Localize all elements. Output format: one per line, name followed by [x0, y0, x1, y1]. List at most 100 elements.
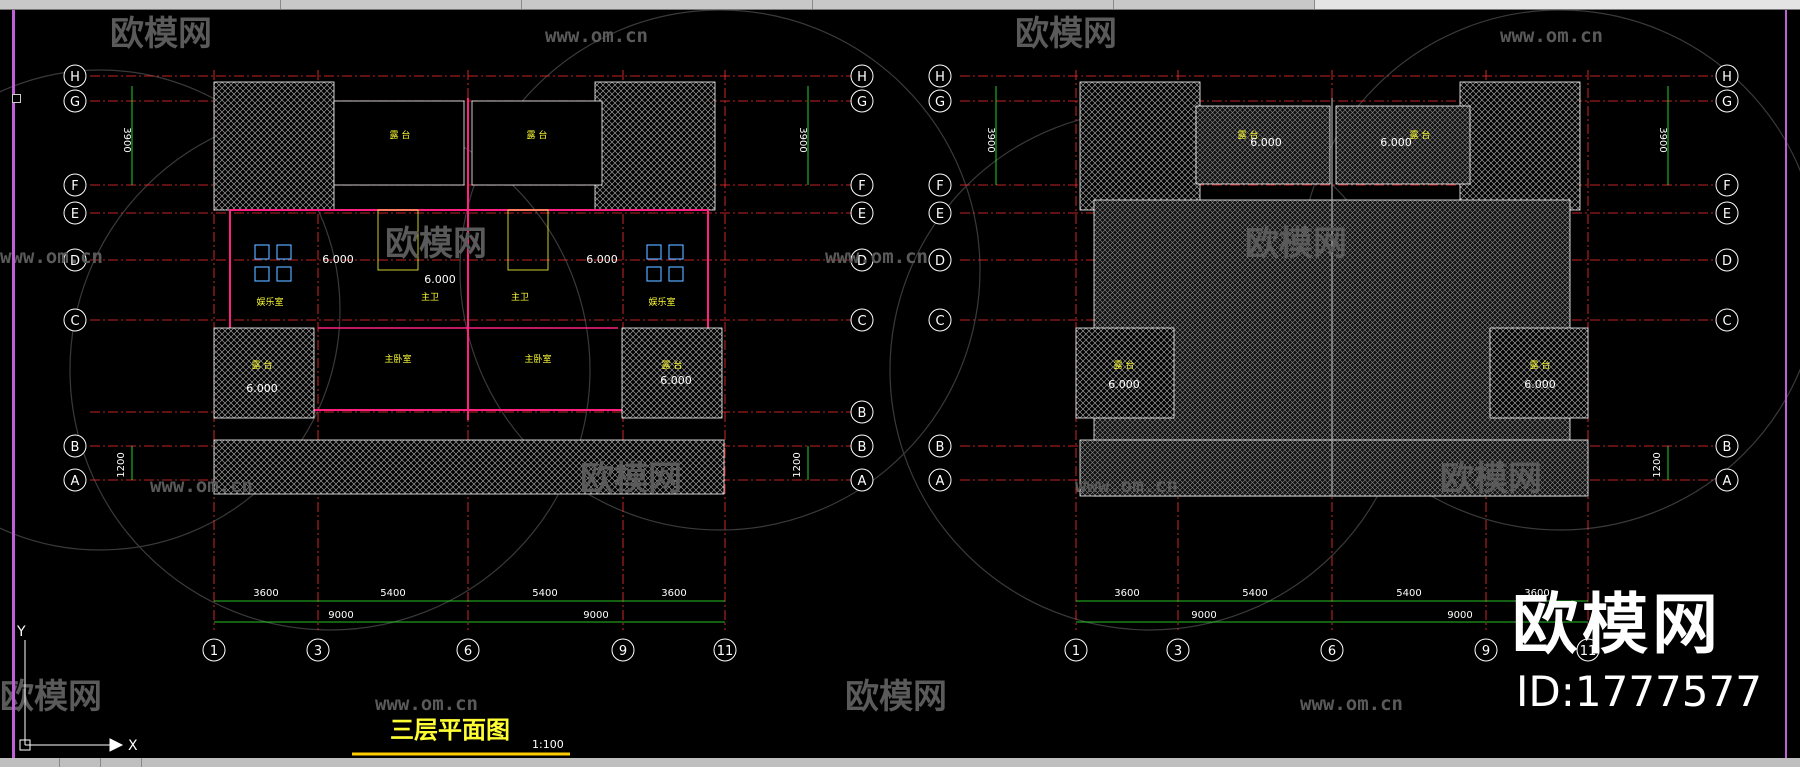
watermark-logo-8: 欧模网 — [845, 677, 947, 717]
dim-1200-left: 1200 — [116, 452, 127, 477]
axis-label-H-mid: H — [857, 70, 867, 85]
dim-9000-left-a: 9000 — [328, 610, 353, 621]
elev-right-2: 6.000 — [1380, 136, 1412, 149]
roof-terrace-left — [1195, 105, 1331, 185]
axis-col-9-left: 9 — [619, 644, 627, 659]
axis-label-C-right2: C — [1722, 314, 1731, 329]
axis-col-3-left: 3 — [314, 644, 322, 659]
cad-drawing[interactable]: H G F E D C B A H G F E D C B B A H G F … — [0, 10, 1800, 758]
dim-5400-left-b: 5400 — [532, 588, 557, 599]
axis-col-1-left: 1 — [210, 644, 218, 659]
dim-3900-mid: 3900 — [797, 127, 808, 152]
terrace-hatch-nw — [213, 81, 335, 211]
watermark-url-3: www.om.cn — [0, 246, 103, 268]
elev-right-4: 6.000 — [1524, 378, 1556, 391]
dim-3900-right2: 3900 — [1657, 127, 1668, 152]
dim-1200-mid: 1200 — [792, 452, 803, 477]
axis-label-B-right1: B — [936, 440, 945, 455]
brand-id: ID:1777577 — [1516, 667, 1762, 716]
toolbar-tab-1[interactable] — [0, 0, 281, 9]
axis-col-11-left: 11 — [717, 644, 734, 659]
terrace-hatch-ne — [594, 81, 716, 211]
toolbar-tab-5[interactable] — [1114, 0, 1315, 9]
toolbar-tab-2[interactable] — [281, 0, 522, 9]
status-bar — [0, 758, 1800, 767]
elev-right-1: 6.000 — [1250, 136, 1282, 149]
watermark-url-6: www.om.cn — [1075, 475, 1178, 497]
status-tab-1[interactable] — [0, 758, 60, 767]
watermark-logo-1: 欧模网 — [110, 14, 212, 54]
watermark-logo-7: 欧模网 — [0, 677, 102, 717]
axis-label-C-left: C — [70, 314, 79, 329]
watermark-logo-6: 欧模网 — [1440, 459, 1542, 499]
watermark-url-7: www.om.cn — [375, 693, 478, 715]
roof-hatch-ne — [1459, 81, 1581, 211]
axis-label-A-right2: A — [1723, 474, 1732, 489]
roof-hatch-nw — [1079, 81, 1201, 211]
toolbar — [0, 0, 1800, 10]
elev-left-4: 6.000 — [660, 374, 692, 387]
axis-label-B-mid: B — [858, 440, 867, 455]
dim-9000-right-b: 9000 — [1447, 610, 1472, 621]
axis-label-G-left: G — [70, 95, 80, 110]
label-roof-terrace-right: 露 台 — [1410, 129, 1431, 141]
status-tab-2[interactable] — [61, 758, 101, 767]
elev-left-2: 6.000 — [586, 253, 618, 266]
dim-3900-right1: 3900 — [985, 127, 996, 152]
terrace-hatch-se — [621, 327, 723, 419]
axis-col-1-right: 1 — [1072, 644, 1080, 659]
axis-col-3-right: 3 — [1174, 644, 1182, 659]
axis-label-H-right1: H — [935, 70, 945, 85]
roof-terrace-sw — [1075, 327, 1175, 419]
brand-overlay: 欧模网 ID:1777577 — [1512, 585, 1792, 725]
dim-3600-left-b: 3600 — [661, 588, 686, 599]
watermark-url-5: www.om.cn — [150, 475, 253, 497]
drawing-scale: 1:100 — [532, 738, 564, 751]
viewport-corner-marker — [12, 94, 21, 103]
viewport-border-right — [1785, 10, 1787, 760]
brand-name: 欧模网 — [1512, 586, 1722, 663]
drawing-title: 三层平面图 — [390, 716, 510, 744]
axis-label-E-mid: E — [858, 207, 866, 222]
axis-label-A-left: A — [71, 474, 80, 489]
toolbar-tab-3[interactable] — [522, 0, 813, 9]
axis-label-F-left: F — [71, 179, 78, 194]
toolbar-tab-4[interactable] — [813, 0, 1114, 9]
dim-3900-left: 3900 — [121, 127, 132, 152]
label-terrace-south-left: 露 台 — [252, 359, 273, 371]
label-terrace-north-left: 露 台 — [390, 129, 411, 141]
terrace-hatch-sw — [213, 327, 315, 419]
terrace-north-right — [471, 100, 603, 186]
label-terrace-north-right: 露 台 — [527, 129, 548, 141]
label-roof-terrace-left: 露 台 — [1238, 129, 1259, 141]
watermark-url-1: www.om.cn — [545, 25, 648, 47]
terrace-north-left — [333, 100, 465, 186]
axis-col-6-left: 6 — [464, 644, 472, 659]
viewport-border-left — [12, 10, 15, 760]
watermark-logo-4: 欧模网 — [1245, 224, 1347, 264]
axis-label-F-right2: F — [1723, 179, 1730, 194]
axis-icon-y: Y — [16, 624, 26, 640]
watermark-url-2: www.om.cn — [1500, 25, 1603, 47]
roof-terrace-right — [1335, 105, 1471, 185]
dim-3600-left-a: 3600 — [253, 588, 278, 599]
watermark-logo-3: 欧模网 — [385, 224, 487, 264]
axis-label-B-left: B — [71, 440, 80, 455]
elev-left-1: 6.000 — [322, 253, 354, 266]
axis-label-E-right1: E — [936, 207, 944, 222]
axis-label-C-right1: C — [935, 314, 944, 329]
watermark-url-4: www.om.cn — [825, 246, 928, 268]
axis-label-F-mid: F — [858, 179, 865, 194]
label-recreation-right: 娱乐室 — [648, 296, 675, 308]
axis-col-6-right: 6 — [1328, 644, 1336, 659]
label-recreation-left: 娱乐室 — [256, 296, 283, 308]
status-tab-3[interactable] — [102, 758, 142, 767]
axis-icon-x: X — [128, 738, 138, 754]
label-bath-right: 主卫 — [511, 291, 529, 303]
axis-label-E-left: E — [71, 207, 79, 222]
roof-terrace-se — [1489, 327, 1589, 419]
axis-label-G-right1: G — [935, 95, 945, 110]
axis-label-E-right2: E — [1723, 207, 1731, 222]
dim-3600-right-b: 3600 — [1524, 588, 1549, 599]
toolbar-tab-6[interactable] — [1315, 0, 1800, 9]
